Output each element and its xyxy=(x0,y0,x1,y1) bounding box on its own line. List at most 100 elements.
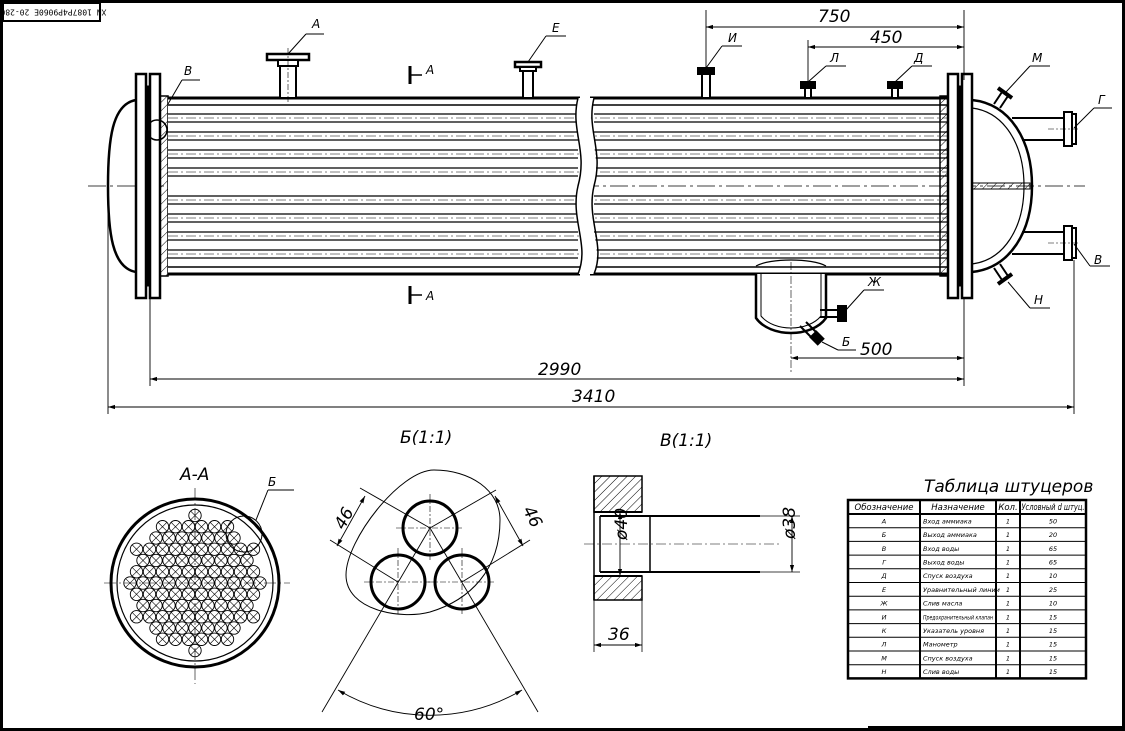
dim-d38: ø38 xyxy=(780,507,800,540)
tube-hole xyxy=(188,553,202,568)
tube-hole xyxy=(194,565,209,579)
table-cell: 1 xyxy=(1006,641,1010,649)
tube-hole xyxy=(168,632,183,646)
dim-450: 450 xyxy=(870,28,902,48)
table-cell: 1 xyxy=(1006,600,1010,608)
tube-hole xyxy=(155,610,170,624)
tube-hole xyxy=(214,576,228,590)
table-cell: И xyxy=(882,613,887,621)
table-cell: 15 xyxy=(1049,641,1057,649)
tube-hole xyxy=(181,632,196,646)
table-cell: 1 xyxy=(1006,572,1010,580)
tube-hole xyxy=(194,610,209,624)
table-cell: Вход воды xyxy=(923,545,959,553)
table-header: Условный d штуц. xyxy=(1022,503,1085,513)
dim-750: 750 xyxy=(818,7,850,27)
nozzle-i xyxy=(697,67,715,99)
table-cell: 1 xyxy=(1006,586,1010,594)
dim-46-right: 46 xyxy=(518,503,546,532)
table-cell: 15 xyxy=(1049,654,1057,662)
table-cell: 15 xyxy=(1049,627,1057,635)
tube-hole xyxy=(168,587,183,601)
tube-hole xyxy=(181,565,196,579)
tube-hole xyxy=(214,598,228,613)
tube-hole xyxy=(155,565,170,579)
table-cell: Выход аммиака xyxy=(923,531,977,539)
tube-hole xyxy=(188,508,202,523)
tube-hole xyxy=(136,598,150,613)
section-aa-view xyxy=(104,488,294,684)
nozzle-l xyxy=(800,81,816,99)
tube-hole xyxy=(253,576,267,590)
tube-hole xyxy=(136,553,150,568)
tube-hole xyxy=(220,520,235,534)
table-cell: В xyxy=(882,545,887,553)
tube-hole xyxy=(181,520,196,534)
table-cell: К xyxy=(882,627,887,635)
left-gasket xyxy=(145,85,151,287)
tube-hole xyxy=(220,565,235,579)
dim-3410: 3410 xyxy=(572,387,615,407)
tube-hole xyxy=(246,565,261,579)
tube-hole xyxy=(181,587,196,601)
main-view xyxy=(88,48,1085,372)
tube-holes xyxy=(123,508,267,658)
callout-v-right: В xyxy=(1094,253,1102,267)
callout-n: Н xyxy=(1034,293,1043,307)
section-label-top: А xyxy=(425,63,434,77)
detail-b-view xyxy=(321,469,539,716)
table-cell: 1 xyxy=(1006,545,1010,553)
nozzle-table-title: Таблица штуцеров xyxy=(924,477,1093,497)
table-cell: 10 xyxy=(1049,600,1057,608)
table-cell: Г xyxy=(882,558,887,566)
tube-hole xyxy=(175,576,189,590)
table-cell: 15 xyxy=(1049,613,1057,621)
tube-hole xyxy=(233,587,248,601)
tube-hole xyxy=(220,587,235,601)
tube-hole xyxy=(214,531,228,545)
tube-hole xyxy=(227,598,241,613)
section-aa-title: А-А xyxy=(179,465,209,485)
stamp-box: XN 1087P4P9060E 20-2802 xyxy=(0,2,106,22)
tube-hole xyxy=(168,610,183,624)
tube-hole xyxy=(207,520,222,534)
table-cell: 1 xyxy=(1006,654,1010,662)
tube-hole xyxy=(181,610,196,624)
tube-hole xyxy=(155,542,170,556)
tube-hole xyxy=(175,531,189,545)
detail-v-view xyxy=(584,475,800,652)
tube-hole xyxy=(162,576,176,590)
stamp-text: XN 1087P4P9060E 20-2802 xyxy=(0,8,106,17)
nozzle-d xyxy=(887,81,903,99)
detail-b-title: Б(1:1) xyxy=(400,428,452,448)
tube-hole xyxy=(214,553,228,568)
tube-hole xyxy=(194,520,209,534)
callout-a-top: А xyxy=(311,17,320,31)
dimension-lines xyxy=(107,10,1075,414)
tube-hole xyxy=(129,587,144,601)
left-flange-outer xyxy=(134,72,148,300)
callout-v-left: В xyxy=(184,64,192,78)
tube-hole xyxy=(227,576,241,590)
callout-m: М xyxy=(1032,51,1043,65)
table-cell: 15 xyxy=(1049,668,1057,676)
tube-hole xyxy=(188,621,202,635)
tube-hole xyxy=(142,542,157,556)
dim-500: 500 xyxy=(860,340,892,360)
tube-hole xyxy=(188,576,202,590)
table-header: Кол. xyxy=(998,503,1017,513)
tube-hole xyxy=(194,632,209,646)
table-cell: 1 xyxy=(1006,668,1010,676)
tube-hole xyxy=(207,610,222,624)
table-cell: 10 xyxy=(1049,572,1057,580)
dim-60-deg: 60° xyxy=(414,705,444,725)
tube-hole xyxy=(129,542,144,556)
tube-hole xyxy=(155,520,170,534)
